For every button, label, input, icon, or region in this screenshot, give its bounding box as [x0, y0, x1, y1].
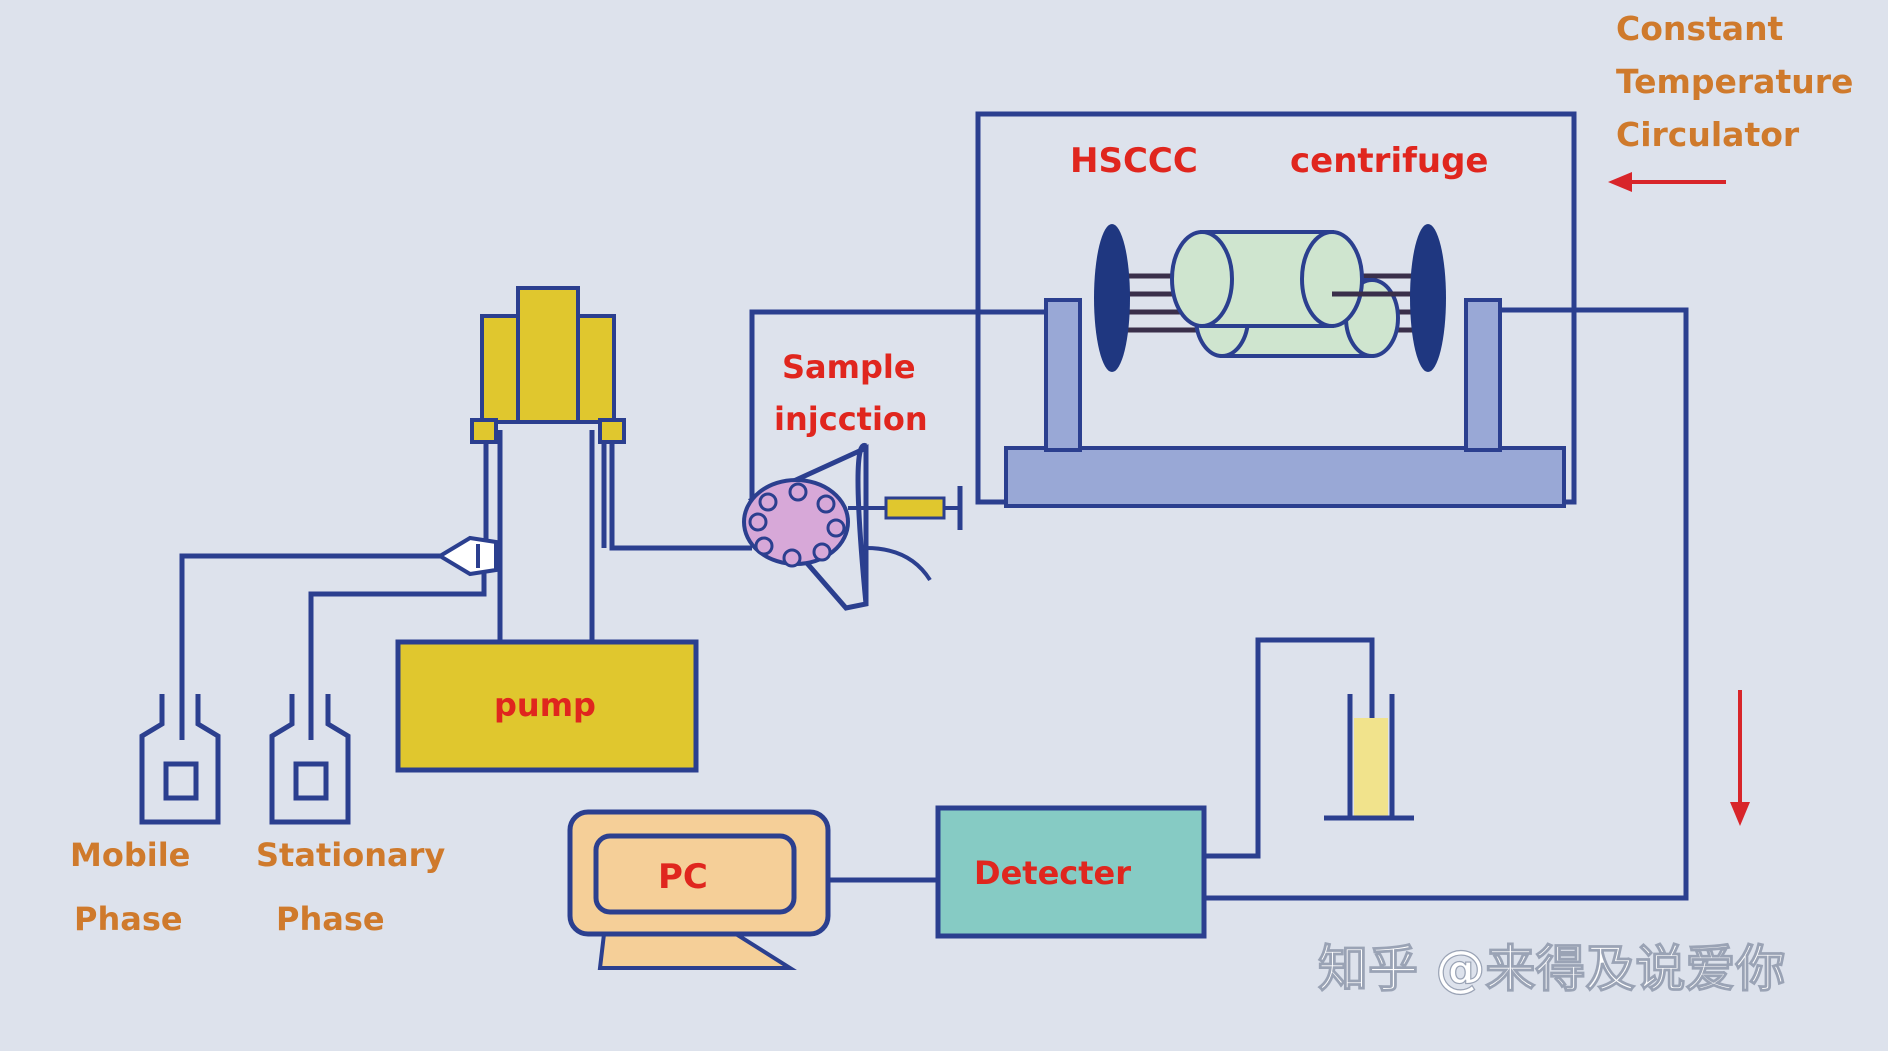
- pump-body: [395, 639, 699, 773]
- pump-label: pump: [494, 686, 596, 724]
- syringe: [848, 486, 963, 530]
- pc-computer: [567, 809, 831, 970]
- injector-to-centrifuge-tube: [749, 309, 1048, 500]
- stationary-phase-label-line1: Stationary: [256, 836, 445, 874]
- labels: Constant Temperature Circulator HSCCC ce…: [70, 9, 1853, 999]
- collection-tube: [1324, 694, 1414, 821]
- detector-label: Detecter: [974, 854, 1131, 892]
- detector-box: [935, 805, 1207, 939]
- stationary-phase-bottle: [269, 694, 351, 825]
- mobile-phase-label-line1: Mobile: [70, 836, 190, 874]
- stationary-phase-tube: [308, 572, 487, 740]
- centrifuge: [1004, 224, 1566, 508]
- sample-label-line1: Sample: [782, 348, 916, 386]
- centrifuge-to-detector-tube: [1204, 307, 1689, 901]
- coil-cylinder-upper: [1170, 230, 1430, 328]
- hsccc-label: HSCCC: [1070, 141, 1198, 181]
- tubing: [179, 307, 1689, 901]
- circulator-label-line1: Constant: [1616, 9, 1784, 48]
- centrifuge-base: [1004, 446, 1566, 508]
- mobile-phase-tube: [179, 553, 448, 740]
- sample-label-line2: injcction: [774, 400, 928, 438]
- pump-head-right: [574, 314, 616, 424]
- circulator-label-line2: Temperature: [1616, 62, 1853, 101]
- pump-head-left: [480, 314, 522, 424]
- sample-injector: [742, 442, 963, 611]
- watermark: 知乎 @来得及说爱你: [1318, 940, 1785, 998]
- centrifuge-right-support: [1464, 298, 1502, 452]
- pump-head-center: [516, 286, 580, 424]
- stationary-phase-label-line2: Phase: [276, 900, 385, 938]
- centrifuge-label: centrifuge: [1290, 141, 1489, 181]
- circulator-label-line3: Circulator: [1616, 115, 1800, 154]
- pc-stand: [597, 932, 797, 970]
- pc-screen: [593, 833, 797, 915]
- flow-arrows: [1608, 172, 1750, 826]
- sample-loop-tail: [865, 546, 932, 582]
- pump-inlet-valve: [436, 535, 498, 577]
- valve-ports: [748, 482, 846, 568]
- mobile-phase-bottle: [139, 694, 221, 825]
- detector-to-collector-tube: [1204, 637, 1375, 859]
- pump-assembly: [395, 286, 699, 773]
- centrifuge-left-disc: [1094, 224, 1130, 372]
- pc-label: PC: [658, 857, 708, 897]
- pump-to-injector-tube: [609, 442, 752, 551]
- mobile-phase-label-line2: Phase: [74, 900, 183, 938]
- centrifuge-right-disc: [1410, 224, 1446, 372]
- centrifuge-left-support: [1044, 298, 1082, 452]
